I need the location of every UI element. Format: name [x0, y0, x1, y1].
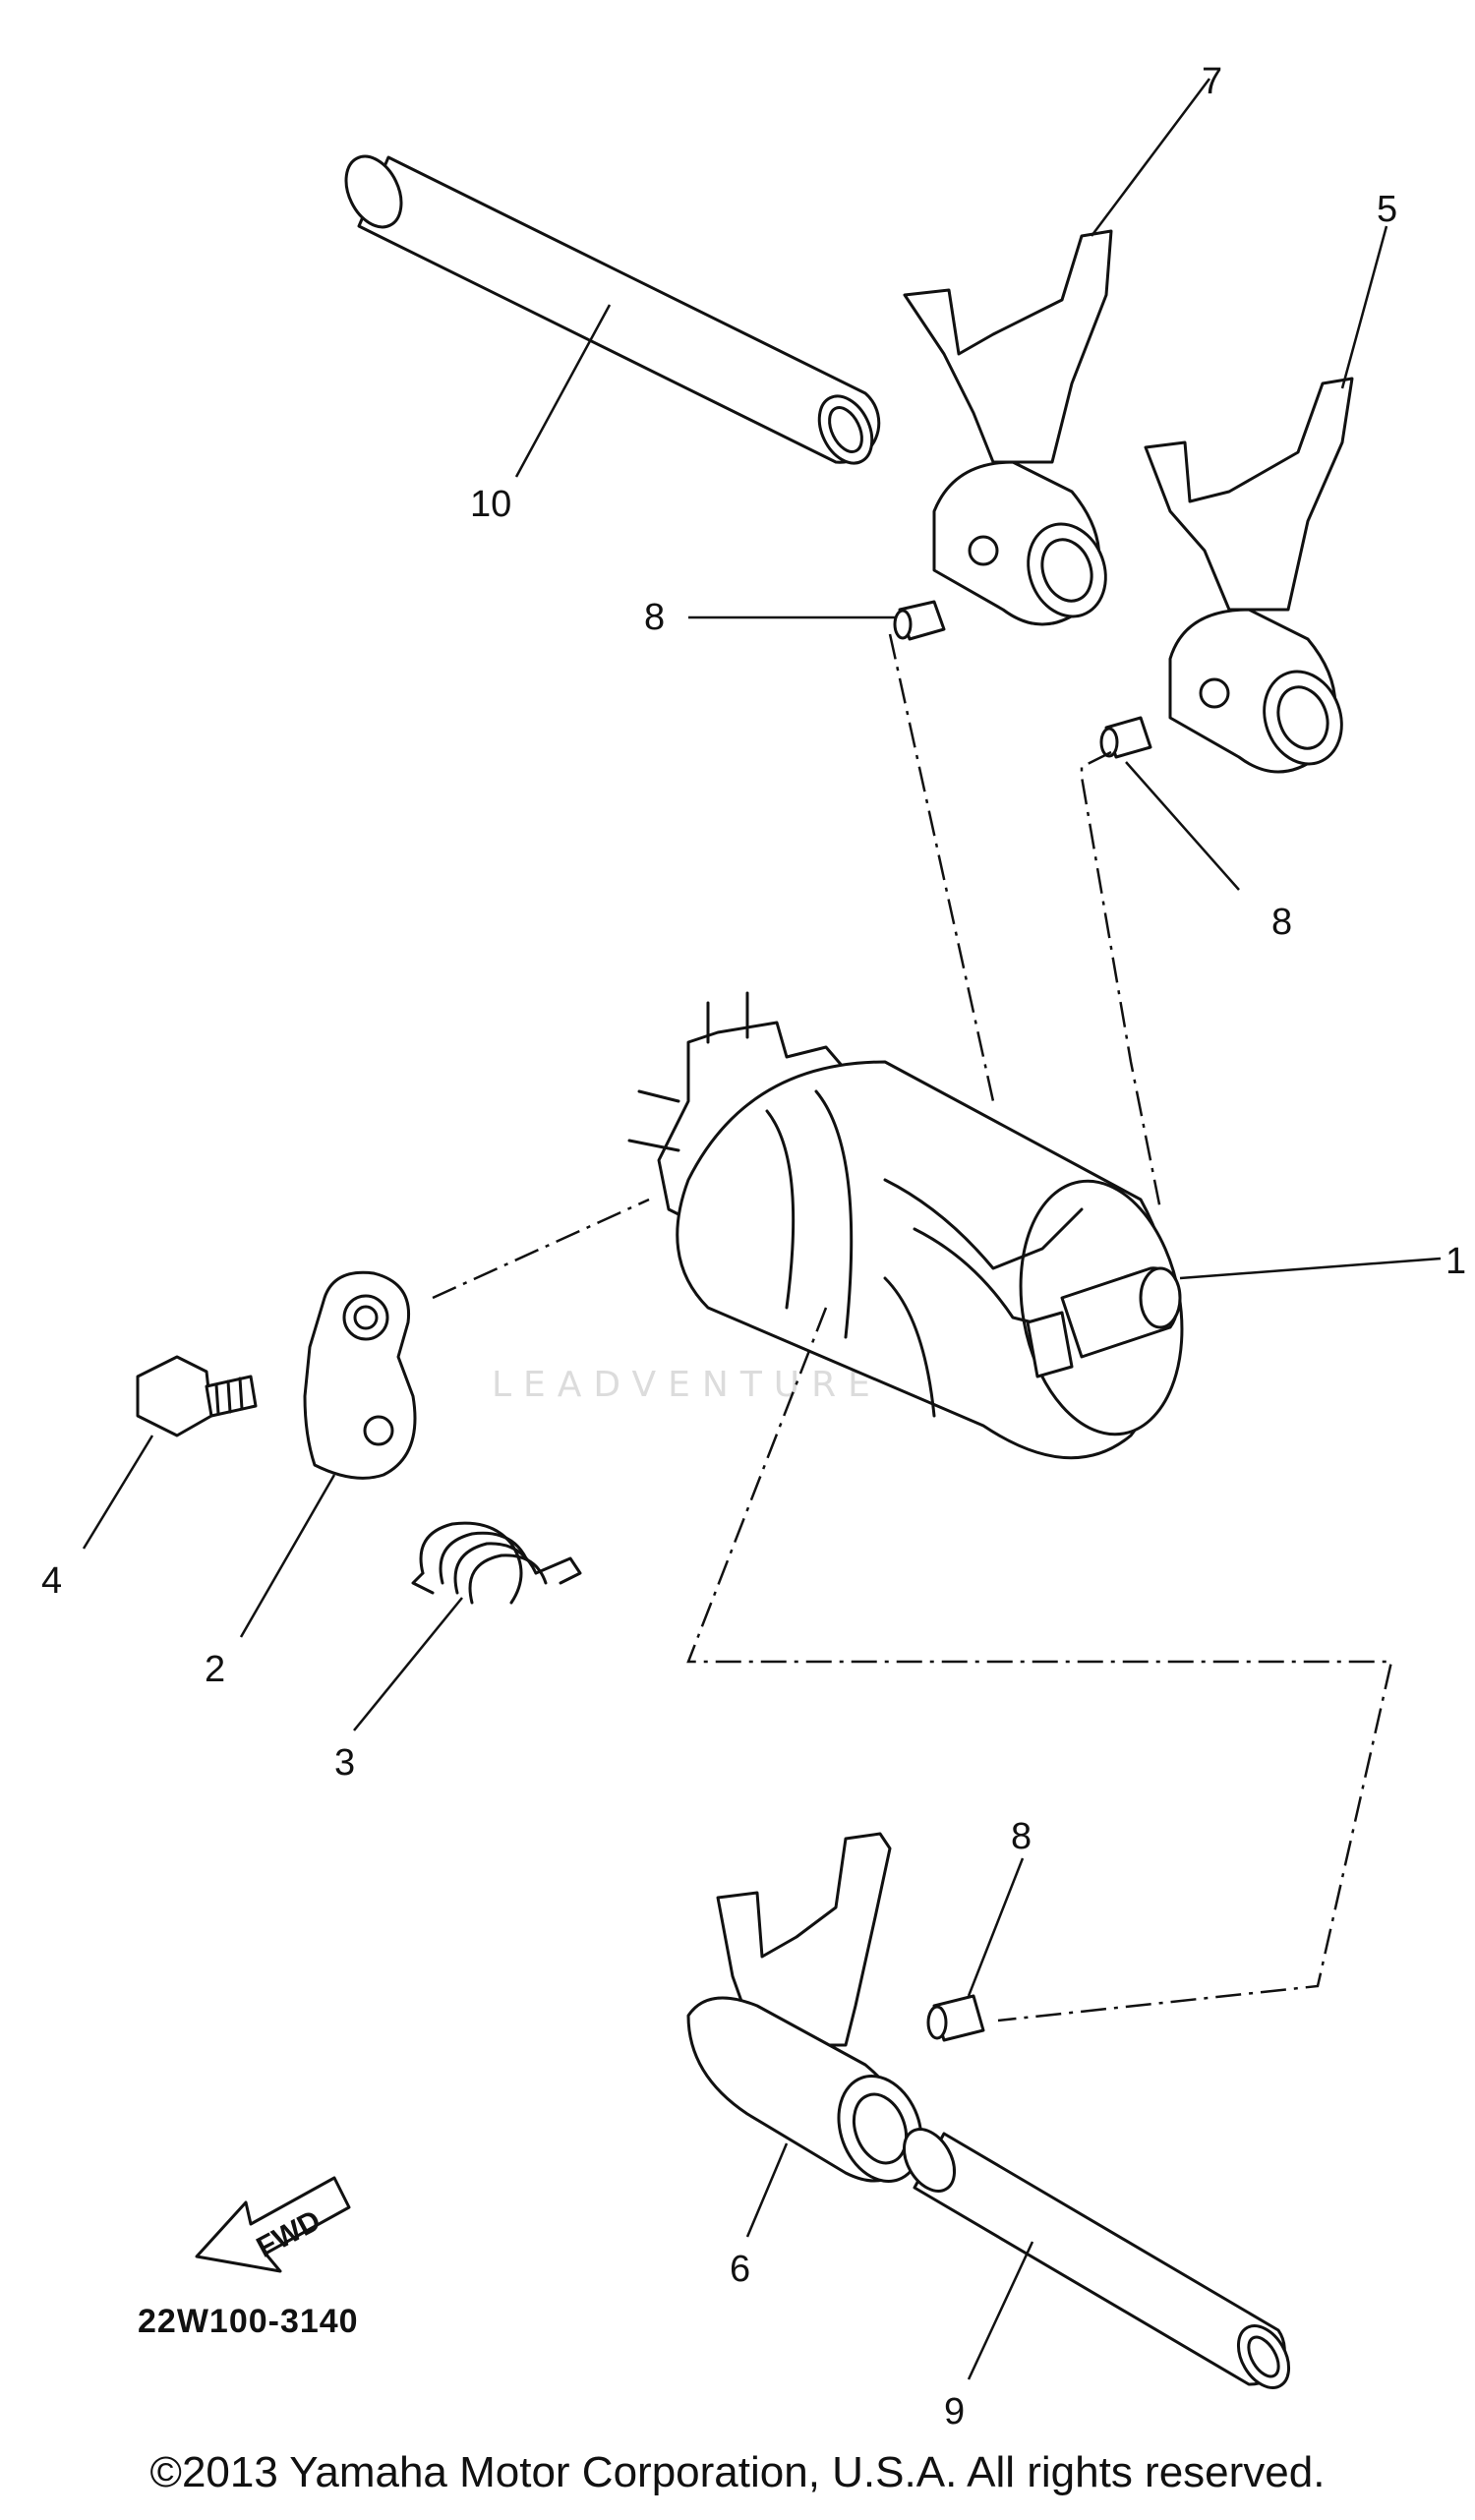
- shift-fork-5: [1144, 377, 1354, 774]
- callout-3: 3: [334, 1742, 355, 1784]
- callout-5: 5: [1377, 189, 1397, 230]
- guide-pin-lower: [926, 1994, 985, 2042]
- watermark-text: LEADVENTURE: [492, 1365, 882, 1405]
- torsion-spring: [411, 1521, 582, 1605]
- diagram-code: 22W100-3140: [138, 2303, 359, 2340]
- guide-pin-right: [1099, 716, 1152, 759]
- callout-1: 1: [1446, 1241, 1466, 1282]
- fwd-arrow-icon: FWD: [195, 2176, 351, 2273]
- callout-2: 2: [205, 1649, 225, 1690]
- callout-8-right: 8: [1271, 902, 1292, 943]
- shift-cam: [627, 991, 1184, 1460]
- callout-6: 6: [730, 2249, 750, 2290]
- shift-fork-7: [903, 229, 1113, 626]
- callout-9: 9: [944, 2391, 965, 2432]
- guide-bar-lower: [902, 2128, 1291, 2389]
- stopper-lever: [303, 1270, 417, 1480]
- callout-10: 10: [470, 484, 511, 525]
- callout-4: 4: [41, 1560, 62, 1602]
- guide-pin-upper: [893, 600, 946, 641]
- callout-8-lower: 8: [1011, 1816, 1032, 1857]
- leader-lines: [82, 78, 1442, 2380]
- bolt: [136, 1355, 258, 1437]
- guide-bar-upper: [344, 154, 881, 465]
- callout-7: 7: [1202, 61, 1222, 102]
- assembly-lines: [432, 633, 1393, 2022]
- copyright-notice: ©2013 Yamaha Motor Corporation, U.S.A. A…: [149, 2448, 1326, 2496]
- shift-fork-6: [686, 1832, 923, 2183]
- callout-numbers: 7 5 10 8 8 1 4 2 3 8 6 9: [41, 61, 1466, 2432]
- callout-8-upper: 8: [644, 597, 665, 638]
